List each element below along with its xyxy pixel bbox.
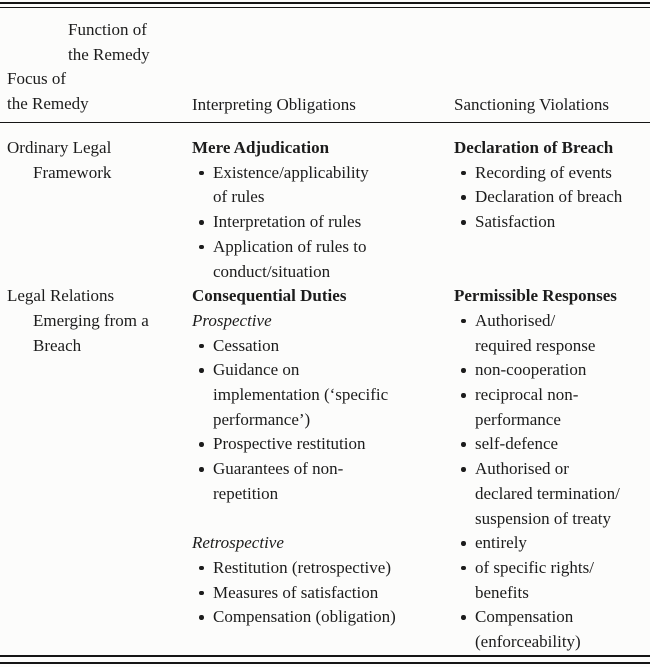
bottom-double-rule-upper bbox=[0, 655, 650, 657]
list-item-text: Satisfaction bbox=[475, 212, 556, 232]
top-double-rule-thin bbox=[0, 7, 650, 8]
row-label: Legal Relations Emerging from a Breach bbox=[7, 286, 149, 355]
bullet-group: Recording of events Declaration of breac… bbox=[454, 161, 650, 235]
bullet-icon bbox=[199, 565, 204, 571]
bullet-icon bbox=[199, 244, 204, 250]
list-item-text: non-cooperation bbox=[475, 360, 587, 380]
list-item: Authorised or declared termination/ susp… bbox=[454, 457, 650, 531]
list-item-text: Guidance on implementation (‘specific pe… bbox=[213, 360, 389, 429]
bullet-icon bbox=[461, 541, 466, 546]
row-label-cell: Legal Relations Emerging from a Breach bbox=[0, 284, 192, 655]
list-item: Compensation (obligation) bbox=[192, 605, 454, 630]
bullet-group-prospective: Prospective Cessation Guidance on implem… bbox=[192, 309, 454, 507]
list-item-text: Guarantees of non- repetition bbox=[213, 459, 344, 503]
bullet-icon bbox=[199, 368, 204, 373]
list-item-text: reciprocal non- performance bbox=[475, 385, 579, 429]
bullet-icon bbox=[461, 368, 466, 373]
table-header: Function of the Remedy Focus of the Reme… bbox=[0, 8, 650, 122]
cell-heading: Mere Adjudication bbox=[192, 138, 330, 157]
list-item: Declaration of breach bbox=[454, 185, 650, 210]
bullet-group: Existence/applicability of rules Interpr… bbox=[192, 161, 454, 285]
list-item: entirely bbox=[454, 531, 650, 556]
column-header-interpreting-obligations: Interpreting Obligations bbox=[192, 95, 356, 115]
cell-declaration-of-breach: Declaration of Breach Recording of event… bbox=[454, 136, 650, 284]
list-item: Recording of events bbox=[454, 161, 650, 186]
row-label-cell: Ordinary Legal Framework bbox=[0, 136, 192, 284]
cell-heading: Declaration of Breach bbox=[454, 138, 614, 157]
list-item: Authorised/ required response bbox=[454, 309, 650, 358]
cell-heading: Permissible Responses bbox=[454, 286, 617, 306]
list-item-text: entirely bbox=[475, 533, 527, 553]
list-item-text: Compensation (obligation) bbox=[213, 607, 396, 627]
list-item-text: Authorised or declared termination/ susp… bbox=[475, 459, 620, 528]
bullet-icon bbox=[461, 195, 466, 200]
list-item: Prospective restitution bbox=[192, 432, 454, 457]
list-item: non-cooperation bbox=[454, 358, 650, 383]
list-item-text: Restitution (retrospective) bbox=[213, 557, 391, 577]
bullet-icon bbox=[461, 220, 466, 225]
list-item-text: of specific rights/ benefits bbox=[475, 557, 594, 602]
list-item: of specific rights/ benefits bbox=[454, 556, 650, 605]
bullet-icon bbox=[461, 170, 466, 176]
list-item: Cessation bbox=[192, 334, 454, 359]
list-item: Satisfaction bbox=[454, 210, 650, 235]
focus-axis-label: Focus of the Remedy bbox=[7, 69, 89, 114]
bottom-double-rule-lower bbox=[0, 662, 650, 664]
top-double-rule-thick bbox=[0, 2, 650, 4]
bullet-icon bbox=[461, 393, 466, 398]
list-item: self-defence bbox=[454, 432, 650, 457]
list-item-text: Cessation bbox=[213, 335, 280, 355]
list-item-text: Authorised/ required response bbox=[475, 310, 596, 355]
row-label: Ordinary Legal Framework bbox=[7, 138, 112, 182]
cell-permissible-responses: Permissible Responses Authorised/ requir… bbox=[454, 284, 650, 655]
list-item-text: Existence/applicability of rules bbox=[213, 162, 369, 207]
function-axis-label: Function of the Remedy bbox=[68, 20, 150, 64]
list-item: Guidance on implementation (‘specific pe… bbox=[192, 358, 454, 432]
list-item-text: Prospective restitution bbox=[213, 434, 366, 454]
subheading-retrospective: Retrospective bbox=[192, 533, 284, 553]
list-item-text: Recording of events bbox=[475, 162, 612, 182]
bullet-icon bbox=[199, 442, 204, 447]
list-item: Measures of satisfaction bbox=[192, 581, 454, 606]
subheading-prospective: Prospective bbox=[192, 310, 272, 330]
bullet-group-retrospective: Retrospective Restitution (retrospective… bbox=[192, 531, 454, 630]
list-item: Restitution (retrospective) bbox=[192, 556, 454, 581]
list-item-text: Compensation (enforceability) bbox=[475, 607, 581, 652]
bullet-icon bbox=[461, 565, 466, 571]
bullet-icon bbox=[199, 467, 204, 472]
list-item: Existence/applicability of rules bbox=[192, 161, 454, 210]
bullet-icon bbox=[461, 442, 466, 447]
bullet-icon bbox=[199, 170, 204, 176]
header-rule bbox=[0, 122, 650, 124]
bullet-icon bbox=[199, 590, 204, 596]
table-body: Ordinary Legal Framework Mere Adjudicati… bbox=[0, 123, 650, 655]
list-item: reciprocal non- performance bbox=[454, 383, 650, 432]
list-item-text: Interpretation of rules bbox=[213, 212, 362, 232]
bullet-icon bbox=[461, 318, 466, 324]
list-item-text: Application of rules to conduct/situatio… bbox=[213, 236, 367, 281]
list-item: Compensation (enforceability) bbox=[454, 605, 650, 654]
list-item-text: Declaration of breach bbox=[475, 187, 623, 207]
bullet-icon bbox=[461, 467, 466, 472]
column-header-sanctioning-violations: Sanctioning Violations bbox=[454, 95, 609, 115]
cell-consequential-duties: Consequential Duties Prospective Cessati… bbox=[192, 284, 454, 655]
corner-cell: Function of the Remedy Focus of the Reme… bbox=[0, 8, 192, 122]
list-item: Interpretation of rules bbox=[192, 210, 454, 235]
list-item: Guarantees of non- repetition bbox=[192, 457, 454, 506]
bullet-icon bbox=[199, 615, 204, 620]
list-item-text: Measures of satisfaction bbox=[213, 582, 379, 602]
bullet-icon bbox=[461, 615, 466, 620]
table-row-legal-relations-emerging-from-breach: Legal Relations Emerging from a Breach C… bbox=[0, 284, 650, 655]
list-item: Application of rules to conduct/situatio… bbox=[192, 235, 454, 284]
cell-mere-adjudication: Mere Adjudication Existence/applicabilit… bbox=[192, 136, 454, 284]
bullet-icon bbox=[199, 220, 204, 225]
cell-heading: Consequential Duties bbox=[192, 286, 347, 306]
table-row-ordinary-legal-framework: Ordinary Legal Framework Mere Adjudicati… bbox=[0, 123, 650, 284]
bullet-group: Authorised/ required response non-cooper… bbox=[454, 309, 650, 655]
list-item-text: self-defence bbox=[475, 434, 559, 454]
bullet-icon bbox=[199, 343, 204, 349]
